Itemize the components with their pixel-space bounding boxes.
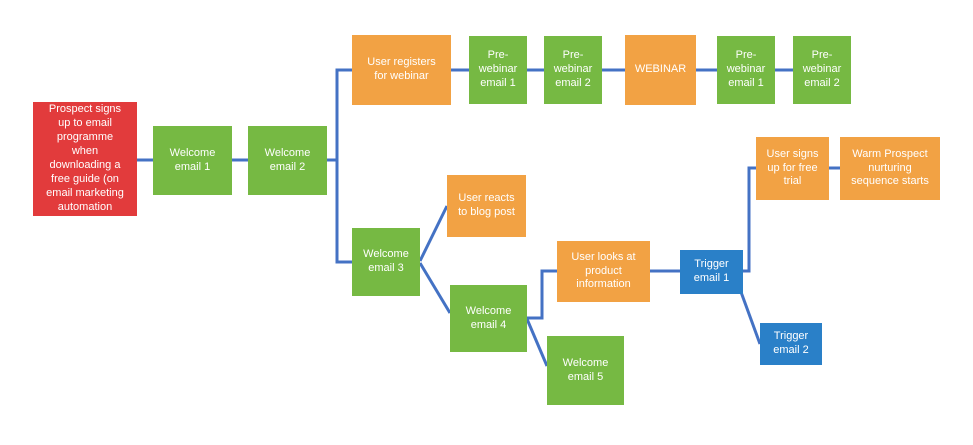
edge-trunk-branch — [335, 68, 352, 264]
node-warm-prospect-nurturing: Warm Prospect nurturing sequence starts — [840, 137, 940, 200]
node-label-user-signs-up-for-free-trial: User signs up for free trial — [766, 147, 819, 188]
node-label-prospect-signup: Prospect signs up to email programme whe… — [46, 103, 124, 213]
edge-trigger1-to-trigger2 — [739, 291, 762, 345]
node-user-reacts-to-blog-post: User reacts to blog post — [447, 175, 526, 237]
edge-trigger1-to-free-trial — [743, 166, 756, 273]
node-welcome-email-1: Welcome email 1 — [153, 126, 232, 195]
node-label-pre-webinar-email-2: Pre- webinar email 2 — [553, 49, 593, 89]
node-pre-webinar-email-1: Pre- webinar email 1 — [469, 36, 527, 104]
node-label-welcome-email-3: Welcome email 3 — [363, 248, 409, 274]
node-label-welcome-email-2: Welcome email 2 — [264, 146, 311, 173]
node-label-warm-prospect-nurturing: Warm Prospect nurturing sequence starts — [851, 147, 929, 188]
node-welcome-email-2: Welcome email 2 — [248, 126, 327, 195]
node-webinar: WEBINAR — [625, 35, 696, 105]
node-label-user-registers-for-webinar: User registers for webinar — [367, 56, 436, 82]
node-user-signs-up-for-free-trial: User signs up for free trial — [756, 137, 829, 200]
node-welcome-email-3: Welcome email 3 — [352, 228, 420, 296]
node-label-trigger-email-2: Trigger email 2 — [773, 330, 809, 356]
node-pre-webinar-email-1-after: Pre- webinar email 1 — [717, 36, 775, 104]
node-label-user-looks-at-product-information: User looks at product information — [571, 250, 636, 291]
node-user-registers-for-webinar: User registers for webinar — [352, 35, 451, 105]
edge-welcome4-to-product-info — [527, 269, 557, 320]
node-label-pre-webinar-email-1: Pre- webinar email 1 — [478, 49, 518, 89]
node-trigger-email-1: Trigger email 1 — [680, 250, 743, 294]
edge-welcome4-to-welcome5 — [525, 318, 549, 367]
edge-welcome3-to-welcome4 — [418, 262, 452, 314]
node-pre-webinar-email-2-after: Pre- webinar email 2 — [793, 36, 851, 104]
node-welcome-email-5: Welcome email 5 — [547, 336, 624, 405]
node-label-welcome-email-4: Welcome email 4 — [465, 304, 512, 331]
node-welcome-email-4: Welcome email 4 — [450, 285, 527, 352]
node-label-welcome-email-5: Welcome email 5 — [562, 356, 609, 383]
node-label-trigger-email-1: Trigger email 1 — [693, 258, 730, 284]
node-trigger-email-2: Trigger email 2 — [760, 323, 822, 365]
node-label-pre-webinar-email-2-after: Pre- webinar email 2 — [802, 49, 842, 89]
node-label-webinar: WEBINAR — [634, 63, 687, 76]
node-label-welcome-email-1: Welcome email 1 — [169, 146, 216, 173]
edge-welcome3-to-blog-post — [418, 205, 449, 262]
node-prospect-signup: Prospect signs up to email programme whe… — [33, 102, 137, 216]
node-pre-webinar-email-2: Pre- webinar email 2 — [544, 36, 602, 104]
node-label-pre-webinar-email-1-after: Pre- webinar email 1 — [726, 49, 766, 89]
node-label-user-reacts-to-blog-post: User reacts to blog post — [458, 192, 515, 218]
node-user-looks-at-product-information: User looks at product information — [557, 241, 650, 302]
